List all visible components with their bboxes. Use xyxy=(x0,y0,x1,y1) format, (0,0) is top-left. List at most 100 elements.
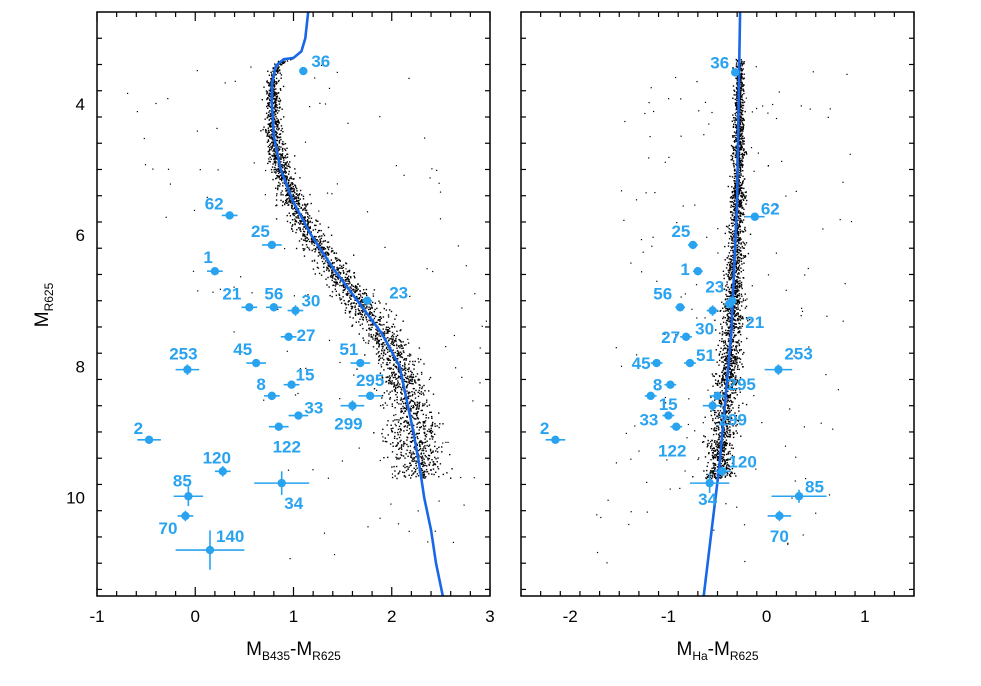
star-295: 295 xyxy=(356,371,384,401)
field-star xyxy=(378,358,381,361)
field-star xyxy=(327,241,330,243)
field-star xyxy=(534,370,535,371)
field-star xyxy=(731,236,733,239)
field-star xyxy=(376,321,378,324)
field-star xyxy=(416,401,418,403)
field-star xyxy=(712,474,714,476)
field-star xyxy=(705,477,707,479)
field-star xyxy=(739,105,742,107)
field-star xyxy=(472,400,474,402)
star-label: 253 xyxy=(169,345,197,364)
field-star xyxy=(405,359,407,361)
field-star xyxy=(338,258,340,261)
field-star xyxy=(297,202,300,205)
field-star xyxy=(712,418,714,420)
field-star xyxy=(279,174,282,177)
field-star xyxy=(344,276,346,279)
field-star xyxy=(300,222,302,225)
field-star xyxy=(380,338,382,341)
field-star xyxy=(282,143,284,146)
field-star xyxy=(270,158,272,160)
field-star xyxy=(303,231,306,233)
field-star xyxy=(295,221,298,223)
field-star xyxy=(738,269,741,271)
field-star xyxy=(434,433,436,435)
field-star xyxy=(732,85,735,87)
field-star xyxy=(735,334,737,336)
field-star xyxy=(397,380,399,382)
field-star xyxy=(399,347,401,349)
field-star xyxy=(734,189,737,191)
field-star xyxy=(387,337,389,339)
field-star xyxy=(411,470,413,472)
field-star xyxy=(307,216,309,218)
field-star xyxy=(383,359,385,361)
field-star xyxy=(724,475,727,477)
field-star xyxy=(414,471,416,473)
field-star xyxy=(393,385,396,387)
field-star xyxy=(409,355,411,357)
field-star xyxy=(364,312,366,315)
field-star xyxy=(414,397,417,399)
field-star xyxy=(743,90,745,92)
field-star xyxy=(732,135,734,137)
field-star xyxy=(727,345,729,347)
field-star xyxy=(386,390,388,392)
field-star xyxy=(366,211,369,213)
field-star xyxy=(743,351,745,354)
field-star xyxy=(735,263,738,265)
field-star xyxy=(327,254,329,256)
field-star xyxy=(561,531,562,532)
field-star xyxy=(736,285,738,287)
field-star xyxy=(269,89,271,92)
field-star xyxy=(401,356,404,359)
field-star xyxy=(422,403,424,405)
field-star xyxy=(404,371,406,374)
field-star xyxy=(512,317,513,318)
field-star xyxy=(737,188,740,190)
field-star xyxy=(297,194,299,197)
star-122: 122 xyxy=(268,422,301,457)
field-star xyxy=(378,339,380,342)
field-star xyxy=(740,142,742,144)
field-star xyxy=(382,428,384,431)
field-star xyxy=(361,311,364,313)
field-star xyxy=(387,329,390,331)
field-star xyxy=(346,278,348,281)
field-star xyxy=(481,325,483,327)
field-star xyxy=(197,290,199,292)
field-star xyxy=(276,104,278,106)
field-star xyxy=(412,460,414,463)
field-star xyxy=(741,204,743,206)
field-star xyxy=(297,222,300,224)
field-star xyxy=(297,200,300,202)
field-star xyxy=(732,262,734,265)
field-star xyxy=(735,361,737,363)
field-star xyxy=(733,369,735,371)
field-star xyxy=(737,364,739,367)
field-star xyxy=(735,349,737,351)
field-star xyxy=(736,97,738,99)
field-star xyxy=(735,65,738,68)
field-star xyxy=(421,387,423,390)
field-star xyxy=(297,216,299,218)
field-star xyxy=(715,411,717,414)
field-star xyxy=(297,227,300,229)
field-star xyxy=(397,386,399,389)
field-star xyxy=(270,125,272,127)
field-star xyxy=(388,359,391,361)
field-star xyxy=(275,121,277,123)
field-star xyxy=(280,146,282,148)
field-star xyxy=(424,477,426,479)
field-star xyxy=(326,267,328,269)
field-star xyxy=(424,470,426,473)
field-star xyxy=(710,414,713,417)
field-star xyxy=(400,439,402,442)
field-star xyxy=(267,123,269,125)
field-star xyxy=(731,355,733,357)
field-star xyxy=(376,341,378,343)
field-star xyxy=(729,450,731,453)
field-star xyxy=(742,125,745,128)
field-star xyxy=(726,424,728,426)
field-star xyxy=(416,461,418,463)
